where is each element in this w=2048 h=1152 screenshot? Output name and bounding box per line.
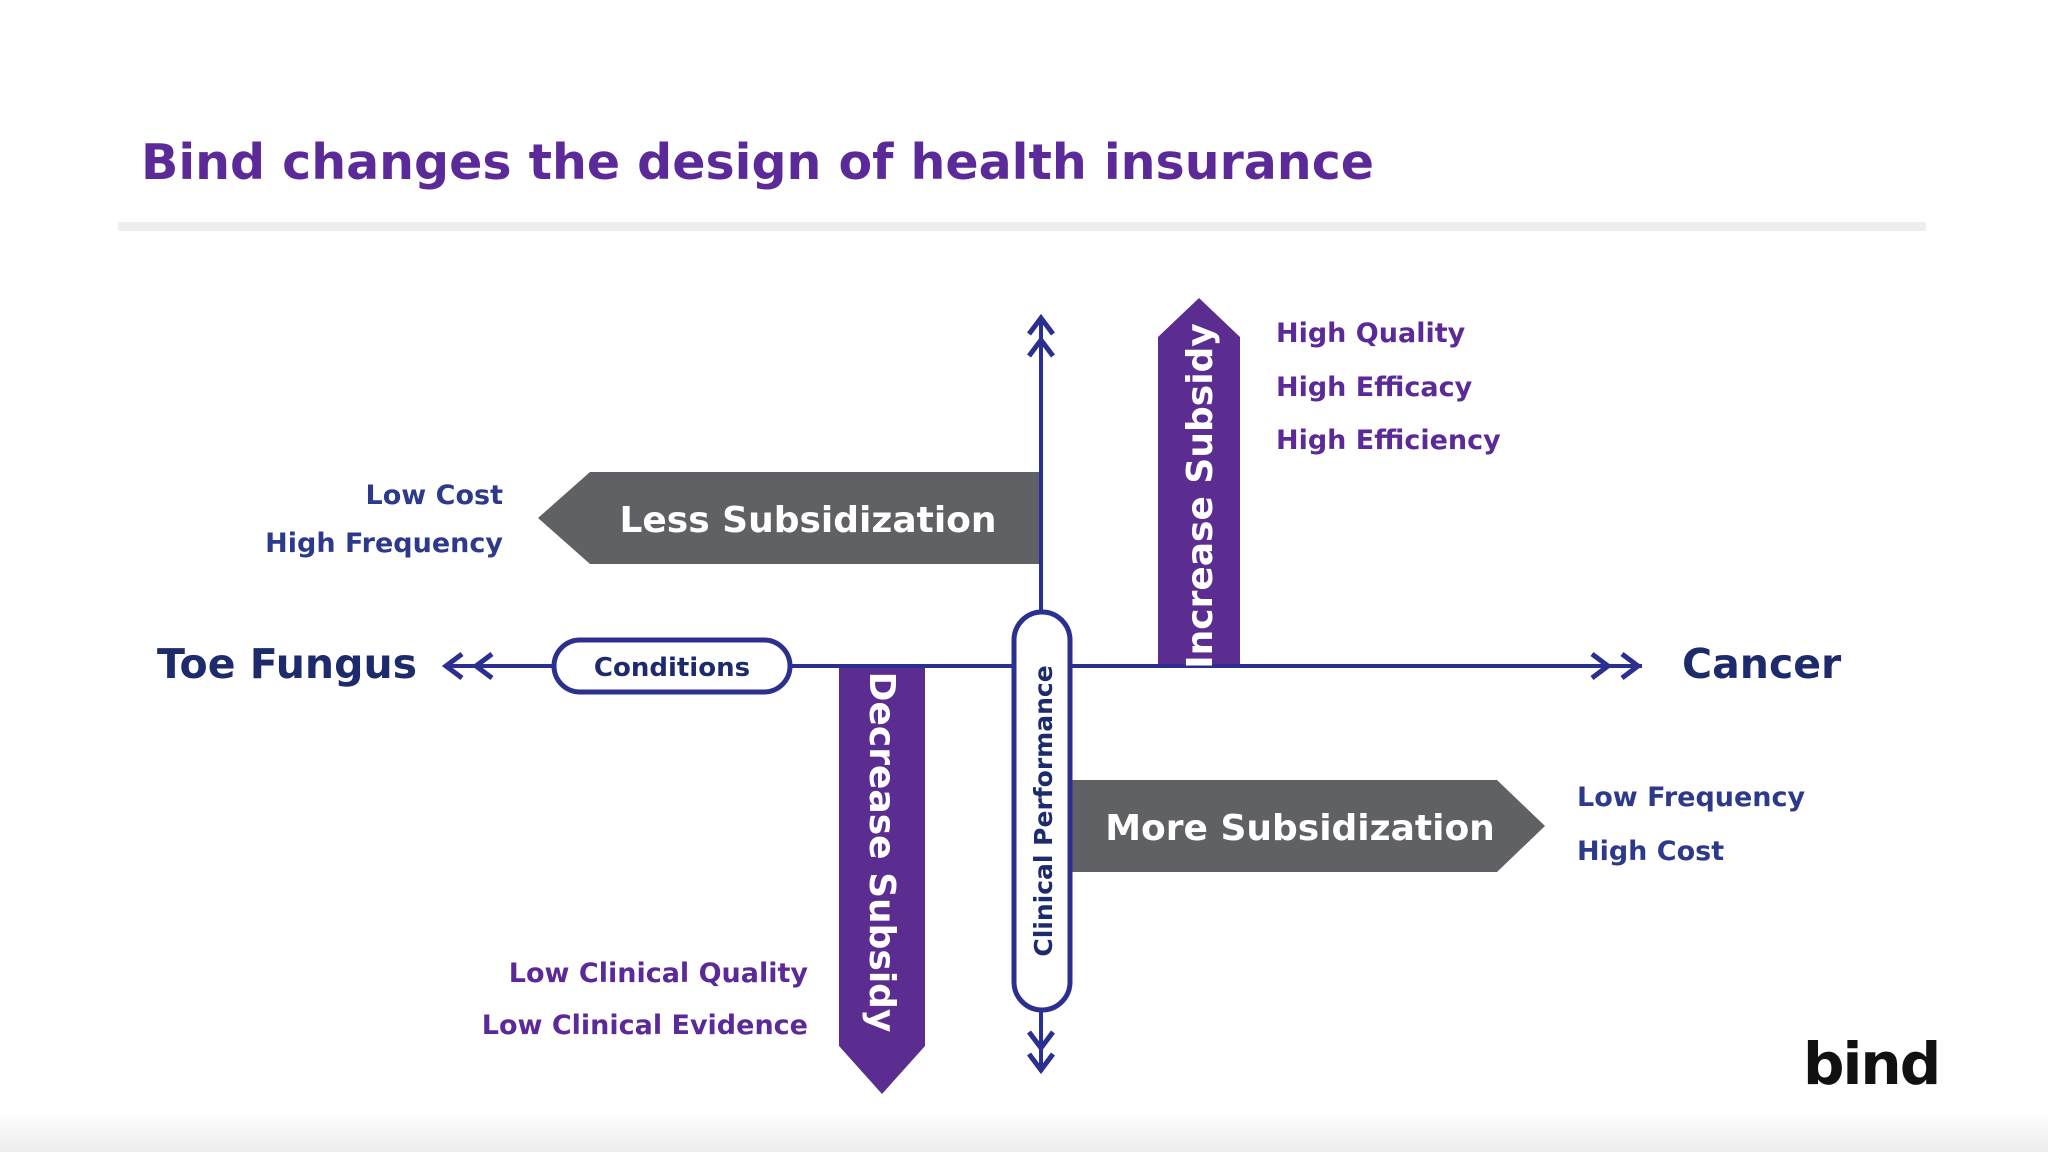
less-subsidization-arrow <box>538 472 1040 564</box>
upper-left-annotation: High Frequency <box>265 528 503 559</box>
cancer-label: Cancer <box>1682 640 1842 688</box>
down-arrowhead-icon <box>1027 1052 1055 1075</box>
lower-right-annotation: Low Frequency <box>1577 782 1806 813</box>
decrease-subsidy-label: Decrease Subsidy <box>861 672 902 1033</box>
right-arrowhead-icon <box>1590 652 1613 680</box>
right-arrowhead-icon <box>1620 652 1643 680</box>
clinical-performance-pill <box>1011 609 1073 1013</box>
increase-subsidy-arrow <box>1158 298 1240 664</box>
slide-title: Bind changes the design of health insura… <box>141 134 1374 191</box>
clinical-performance-label: Clinical Performance <box>1029 665 1058 956</box>
up-arrowhead-icon <box>1027 335 1055 358</box>
slide-bottom-shade <box>0 1112 2048 1152</box>
conditions-label: Conditions <box>594 653 750 683</box>
more-subsidization-label: More Subsidization <box>1105 808 1495 849</box>
less-subsidization-label: Less Subsidization <box>619 500 996 541</box>
left-arrowhead-icon <box>471 652 494 680</box>
down-arrowhead-icon <box>1027 1030 1055 1053</box>
upper-right-annotation: High Quality <box>1276 318 1466 349</box>
more-subsidization-arrow <box>1070 780 1545 872</box>
lower-right-annotation: High Cost <box>1577 836 1725 867</box>
lower-left-annotation: Low Clinical Quality <box>508 958 808 989</box>
up-arrowhead-icon <box>1027 313 1055 336</box>
upper-right-annotation: High Efficiency <box>1276 425 1501 456</box>
left-arrowhead-icon <box>441 652 464 680</box>
increase-subsidy-label: Increase Subsidy <box>1180 323 1221 669</box>
conditions-pill <box>551 637 793 695</box>
toe-fungus-label: Toe Fungus <box>157 640 418 688</box>
upper-left-annotation: Low Cost <box>365 480 503 511</box>
upper-right-annotation: High Efficacy <box>1276 372 1473 403</box>
lower-left-annotation: Low Clinical Evidence <box>481 1010 808 1041</box>
bind-logo: bind <box>1803 1030 1941 1098</box>
decrease-subsidy-arrow <box>839 666 925 1094</box>
title-divider <box>118 222 1926 231</box>
